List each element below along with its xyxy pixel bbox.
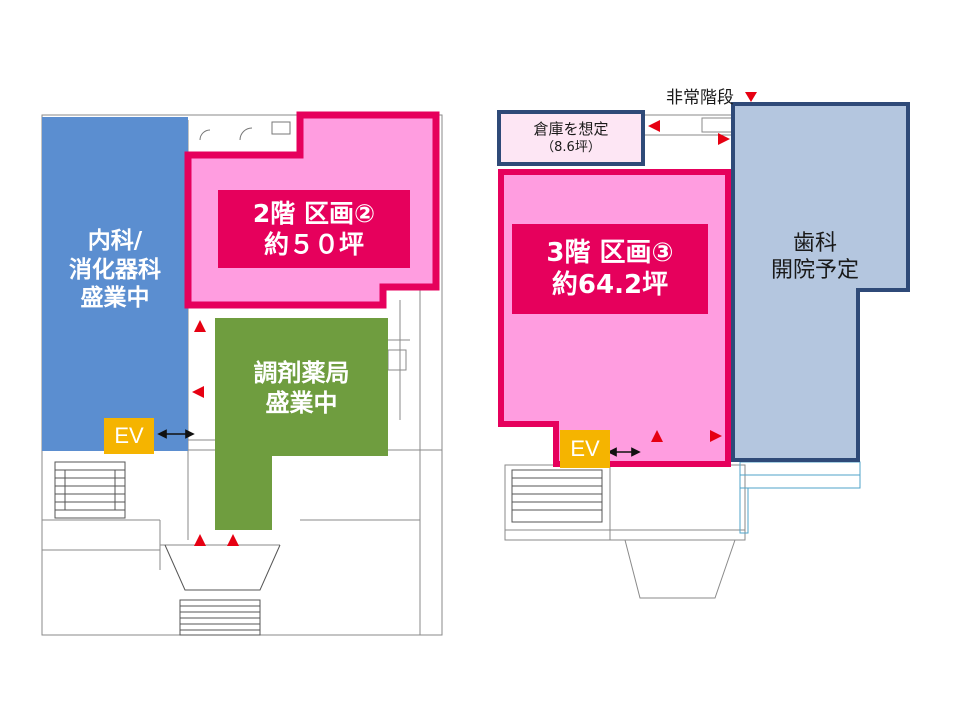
floor2-plan: [41, 111, 443, 636]
internal-medicine-line: 内科/: [87, 227, 143, 254]
floor2-stairs: [54, 461, 126, 519]
door-marker: [648, 120, 660, 132]
floor2-elevator-badge: EV: [104, 418, 154, 454]
dental-label: 歯科 開院予定: [745, 222, 885, 292]
floor3-plan: [497, 92, 910, 599]
door-marker: [227, 534, 239, 546]
internal-medicine-line: 消化器科: [69, 256, 161, 283]
floor2-section-size: 約５０坪: [263, 230, 364, 259]
floor3-section-label: 3階 区画③ 約64.2坪: [512, 224, 708, 314]
pharmacy-label: 調剤薬局 盛業中: [215, 348, 388, 428]
storage-name: 倉庫を想定: [533, 120, 609, 139]
emergency-stairs-label: 非常階段: [666, 88, 734, 109]
floor3-section-area: [498, 169, 731, 467]
floor3-section-name: 3階 区画③: [546, 237, 674, 268]
door-marker: [192, 386, 204, 398]
door-marker: [194, 534, 206, 546]
internal-medicine-label: 内科/ 消化器科 盛業中: [42, 210, 188, 330]
door-marker: [718, 133, 730, 145]
floor2-section-label: 2階 区画② 約５０坪: [218, 190, 410, 268]
pharmacy-line: 盛業中: [265, 389, 338, 417]
floor2-entrance-stairs: [164, 544, 281, 636]
door-marker: [710, 430, 722, 442]
storage-size: （8.6坪）: [541, 140, 601, 156]
storage-label: 倉庫を想定 （8.6坪）: [501, 114, 641, 162]
pharmacy-area: [215, 318, 388, 530]
dental-name: 歯科: [792, 230, 837, 256]
floor2-section-label-box: [218, 190, 410, 268]
floor3-stairs: [511, 469, 603, 523]
floor3-elevator-badge: EV: [560, 430, 610, 468]
door-marker: [651, 430, 663, 442]
pharmacy-line: 調剤薬局: [253, 359, 350, 387]
floor3-section-label-box: [512, 224, 708, 314]
door-marker: [745, 92, 757, 102]
floor3-section-size: 約64.2坪: [551, 270, 669, 300]
dental-area: [731, 102, 910, 462]
floor2-section-name: 2階 区画②: [252, 198, 376, 228]
storage-area: [497, 110, 645, 166]
floor2-door-marks: [199, 121, 291, 141]
internal-medicine-area: [42, 117, 188, 451]
dental-status: 開院予定: [770, 258, 859, 283]
internal-medicine-line: 盛業中: [80, 285, 150, 312]
door-marker: [194, 320, 206, 332]
